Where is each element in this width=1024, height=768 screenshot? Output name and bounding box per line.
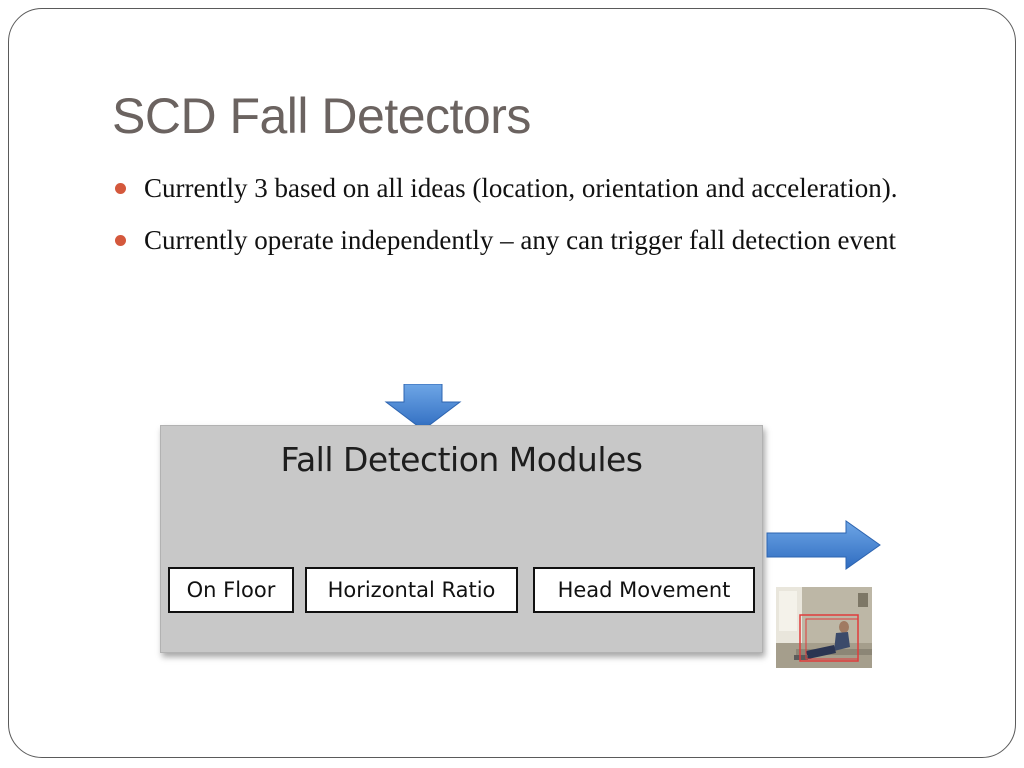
bullet-text: Currently operate independently – any ca… (144, 225, 896, 255)
bullet-dot-icon (115, 235, 126, 246)
bullet-item: Currently 3 based on all ideas (location… (112, 166, 902, 210)
bullet-list: Currently 3 based on all ideas (location… (112, 166, 902, 270)
fall-detection-modules-box: Fall Detection Modules On Floor Horizont… (160, 425, 763, 653)
arrow-down-icon (384, 384, 462, 431)
arrow-right-icon (766, 520, 881, 570)
bullet-item: Currently operate independently – any ca… (112, 218, 902, 262)
bullet-dot-icon (115, 183, 126, 194)
bullet-text: Currently 3 based on all ideas (location… (144, 173, 898, 203)
fall-detection-thumbnail (776, 587, 872, 668)
diagram-title: Fall Detection Modules (280, 440, 644, 479)
module-on-floor: On Floor (168, 567, 294, 613)
module-horizontal-ratio: Horizontal Ratio (305, 567, 518, 613)
slide-title: SCD Fall Detectors (112, 88, 531, 144)
module-head-movement: Head Movement (533, 567, 755, 613)
